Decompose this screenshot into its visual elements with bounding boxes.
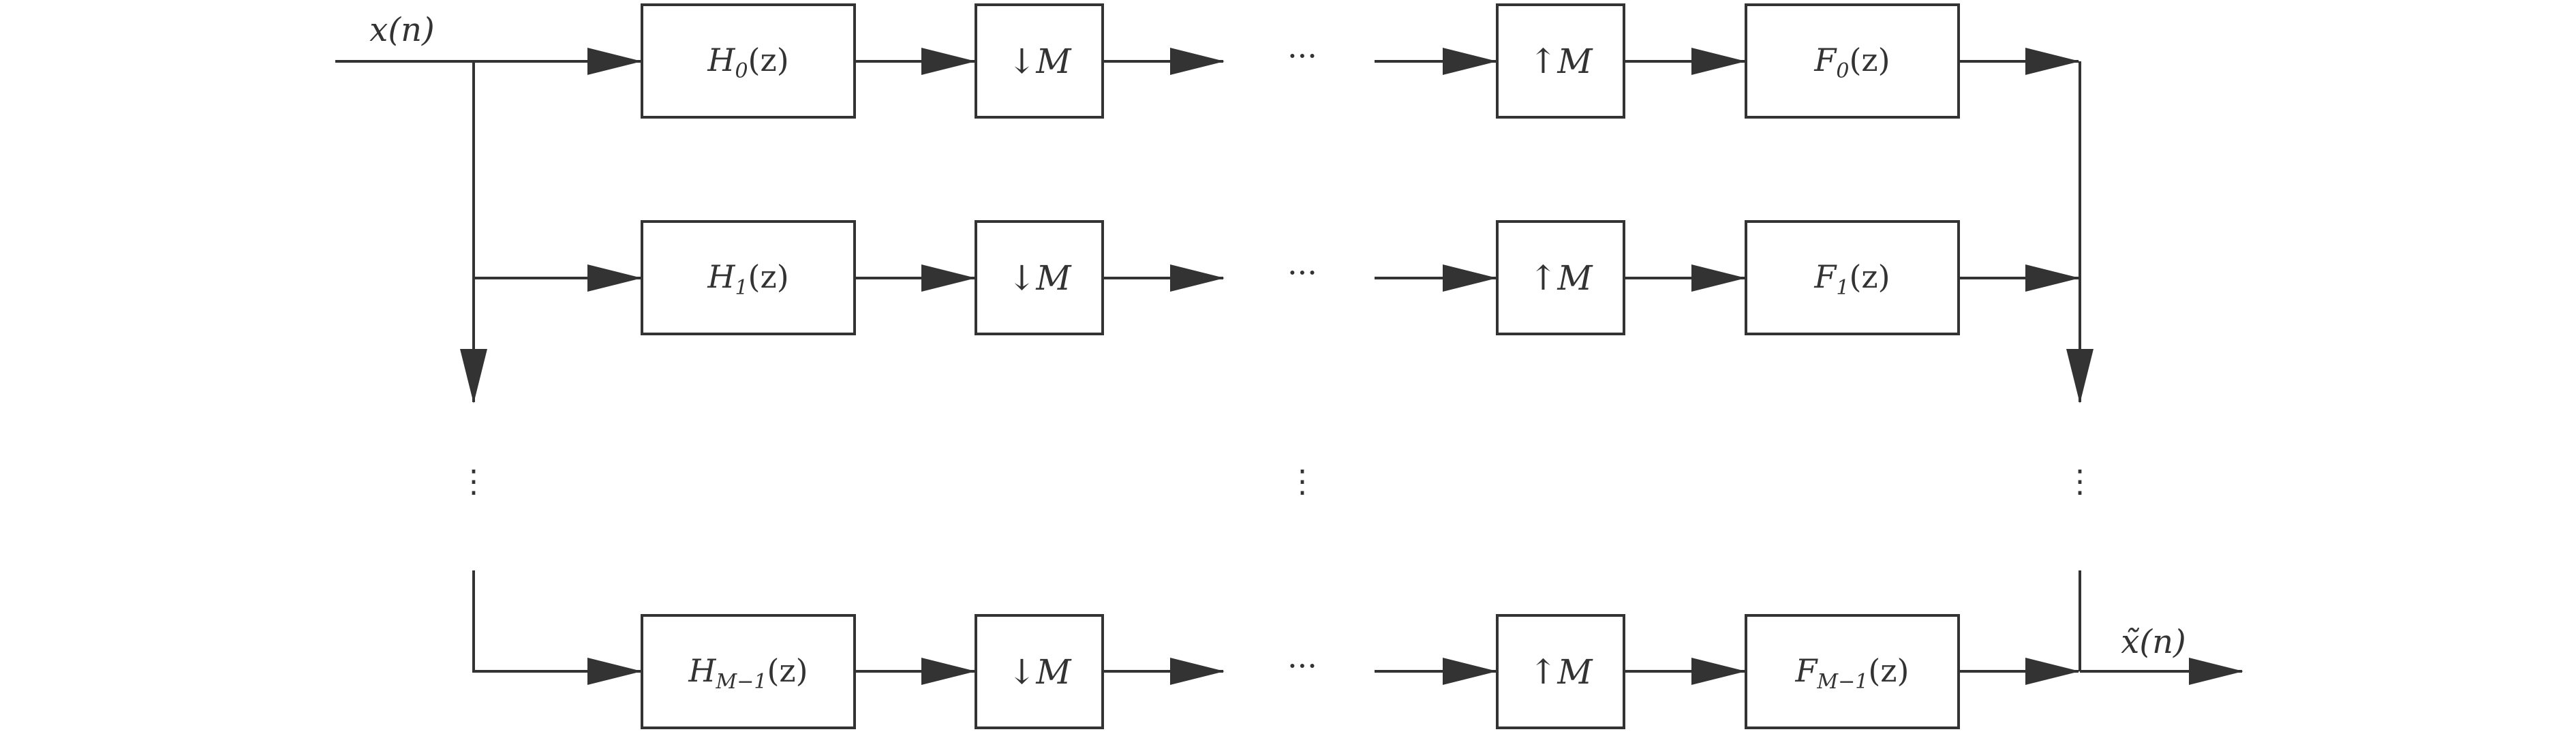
analysis-filter-box	[641, 220, 856, 335]
analysis-filter-label: H0(z)	[707, 42, 788, 83]
downsampler-box	[975, 614, 1104, 729]
channel-m-minus-1: HM−1(z) ↓M ··· ↑M FM−1(z)	[641, 614, 2080, 729]
input-signal-label: x(n)	[369, 11, 434, 49]
upsampler-box	[1496, 614, 1625, 729]
upsampler-label: ↑M	[1529, 652, 1593, 692]
downsampler-box	[975, 220, 1104, 335]
ellipsis-horizontal: ···	[1287, 647, 1317, 684]
synthesis-filter-label: F0(z)	[1813, 42, 1890, 83]
ellipsis-horizontal: ···	[1287, 37, 1317, 74]
analysis-filter-label: H1(z)	[707, 258, 788, 300]
channel-0: H0(z) ↓M ··· ↑M F0(z)	[641, 3, 2080, 119]
downsampler-label: ↓M	[1007, 652, 1072, 692]
channel-1: H1(z) ↓M ··· ↑M F1(z)	[641, 220, 2080, 335]
synthesis-filter-label: FM−1(z)	[1794, 652, 1909, 694]
synthesis-filter-box	[1745, 614, 1960, 729]
ellipsis-vertical-middle: ⋮	[1287, 463, 1318, 500]
downsampler-label: ↓M	[1007, 258, 1072, 298]
analysis-filter-box	[641, 3, 856, 119]
synthesis-filter-label: F1(z)	[1813, 258, 1890, 300]
input-trunk-lower	[472, 570, 642, 685]
upsampler-label: ↑M	[1529, 42, 1593, 81]
output-signal-label: x̃(n)	[2121, 623, 2186, 661]
ellipsis-vertical-left: ⋮	[458, 463, 489, 500]
analysis-filter-label: HM−1(z)	[688, 652, 808, 694]
upsampler-box	[1496, 3, 1625, 119]
ellipsis-vertical-right: ⋮	[2064, 463, 2096, 500]
downsampler-label: ↓M	[1007, 42, 1072, 81]
upsampler-box	[1496, 220, 1625, 335]
downsampler-box	[975, 3, 1104, 119]
upsampler-label: ↑M	[1529, 258, 1593, 298]
ellipsis-horizontal: ···	[1287, 254, 1317, 291]
